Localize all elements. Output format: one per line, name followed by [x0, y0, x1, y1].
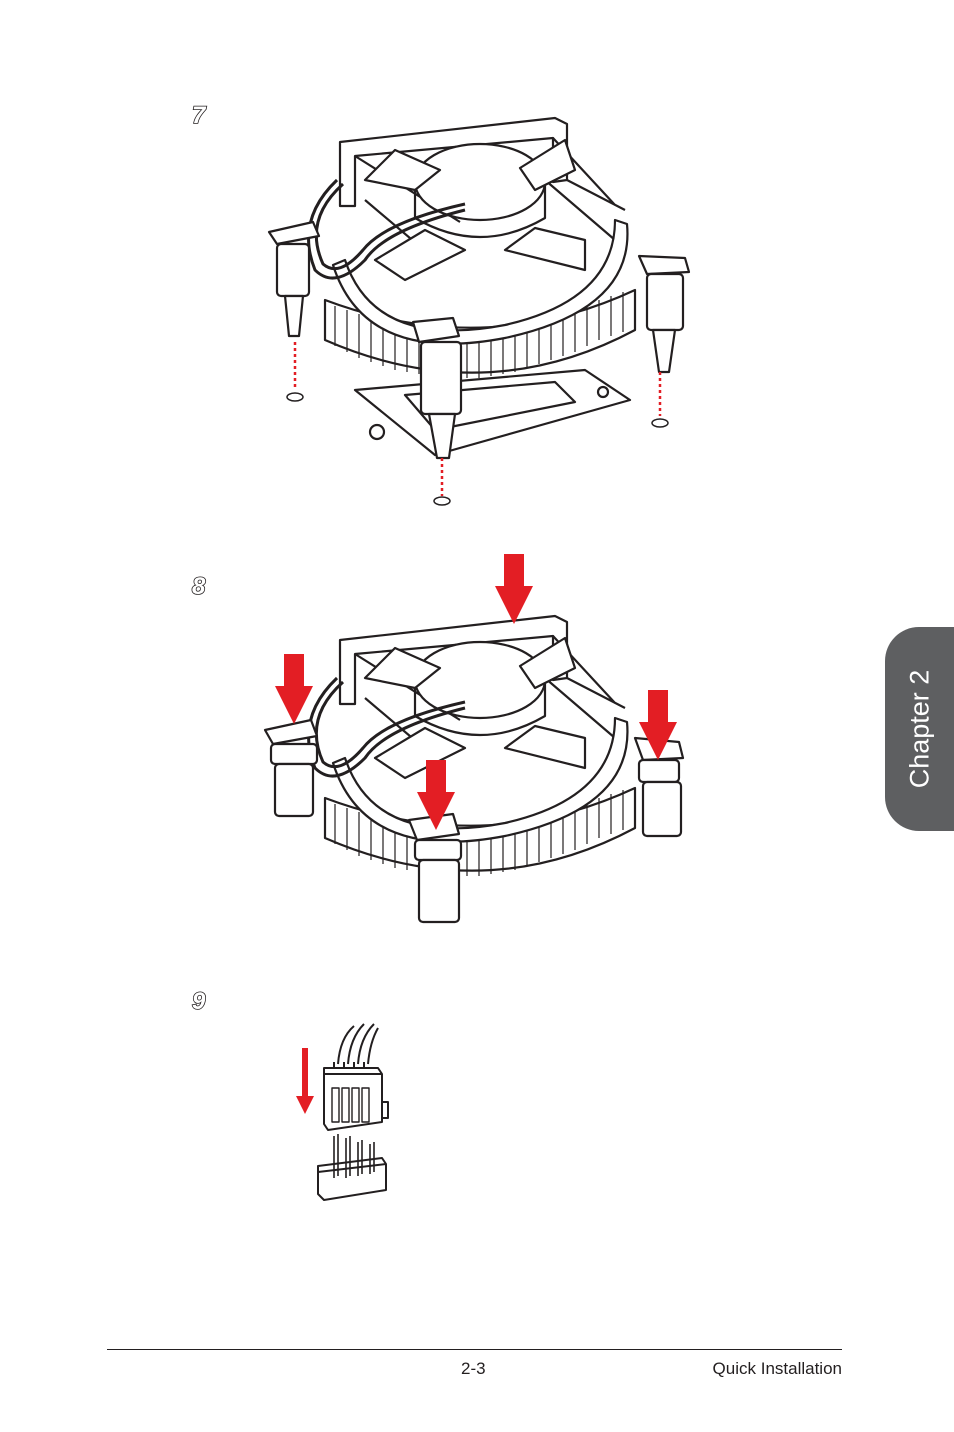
step-9-number: 9: [192, 990, 205, 1014]
plug-in-arrow: [296, 1048, 314, 1114]
footer-divider: [107, 1349, 842, 1350]
cooler-press-down-illustration: [255, 552, 705, 932]
chapter-tab: Chapter 2: [885, 627, 954, 831]
fan-connector-illustration: [290, 1018, 410, 1208]
footer-section-title: Quick Installation: [713, 1359, 842, 1379]
cooler-alignment-illustration: [255, 110, 705, 510]
page-number: 2-3: [461, 1359, 486, 1379]
step-7-number: 7: [192, 104, 205, 128]
chapter-tab-label: Chapter 2: [904, 670, 935, 789]
step-8-number: 8: [192, 575, 205, 599]
